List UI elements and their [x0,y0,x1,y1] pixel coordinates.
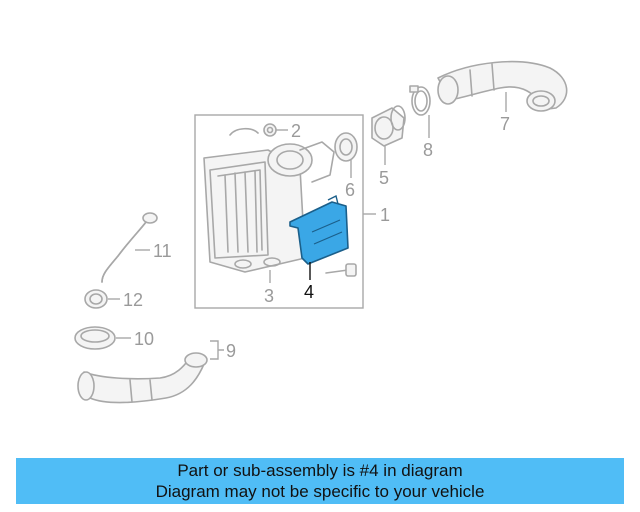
banner-line-part-number: Part or sub-assembly is #4 in diagram [177,461,463,480]
info-banner: Part or sub-assembly is #4 in diagram Di… [16,458,624,504]
callout-1: 1 [380,205,390,225]
callout-11: 11 [153,241,172,261]
adapter-part-5 [371,105,406,147]
hose-part-11 [101,212,158,283]
callout-3: 3 [264,286,274,306]
bolt-part [325,263,357,277]
seal-part-10 [74,326,116,350]
duct-part-9 [77,352,208,404]
callout-2: 2 [291,121,301,141]
leader-9 [210,340,224,360]
callout-5: 5 [379,168,389,188]
callout-6: 6 [345,180,355,200]
highlighted-part-4 [289,194,349,265]
banner-line-disclaimer: Diagram may not be specific to your vehi… [155,482,485,501]
intake-hose-part [437,60,568,112]
callout-7: 7 [500,114,510,134]
callout-8: 8 [423,140,433,160]
clip-part [229,123,277,137]
assembly-frame [194,114,364,309]
air-cleaner-housing [203,141,335,273]
gasket-part [334,132,358,162]
callout-12: 12 [123,290,143,310]
parts-diagram: 1 2 3 4 5 6 7 8 9 10 11 12 [74,60,568,404]
callout-10: 10 [134,329,154,349]
clamp-part-12 [84,289,108,309]
callout-9: 9 [226,341,236,361]
clamp-part-8 [409,85,431,116]
callout-4: 4 [304,282,314,302]
